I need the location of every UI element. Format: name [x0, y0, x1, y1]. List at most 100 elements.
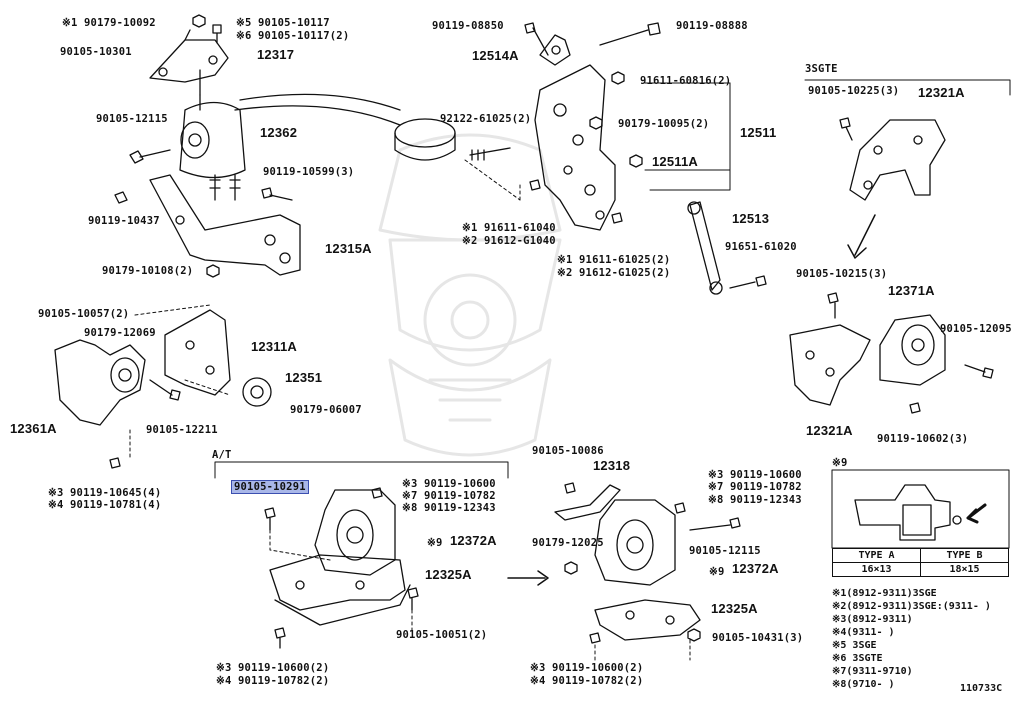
- footnote: ※5 3SGE: [832, 640, 877, 651]
- part-number: 12311A: [251, 339, 298, 354]
- at-group-bracket: [214, 461, 509, 479]
- part-label: ※2 91612-G1025(2): [557, 267, 671, 279]
- part-label: ※2 91612-G1040: [462, 235, 556, 247]
- torque-rod-12513: [687, 201, 756, 295]
- part-number: 12325A: [711, 601, 758, 616]
- bolt-icon: [371, 487, 383, 499]
- part-label: 90105-10051(2): [396, 629, 488, 641]
- part-number: 12325A: [425, 567, 472, 582]
- figure-code: 110733C: [960, 683, 1003, 694]
- part-label: 90119-08888: [676, 20, 748, 32]
- nut-icon: [611, 71, 625, 85]
- bolt-icon: [611, 212, 623, 224]
- part-number: 12362: [260, 125, 298, 140]
- part-label: ※3 90119-10600: [402, 478, 496, 490]
- bolt-icon: [964, 364, 994, 379]
- bolt-icon: [129, 149, 171, 164]
- bracket-12321a-lower: [789, 324, 871, 406]
- bolt-icon: [909, 402, 921, 414]
- watermark-logo: [378, 133, 562, 457]
- part-number: 12318: [593, 458, 631, 473]
- bracket-12325a-right: [594, 599, 701, 641]
- bolt-icon: [212, 24, 222, 44]
- footnote: ※6 3SGTE: [832, 653, 883, 664]
- bolt-icon: [755, 275, 767, 287]
- mount-12372a-right: [594, 499, 676, 586]
- part-label: 90105-12115: [96, 113, 168, 125]
- table-header-type-b: TYPE B: [920, 548, 1009, 563]
- long-bolt-icon: [599, 22, 661, 46]
- part-number: 12514A: [472, 48, 519, 63]
- bracket-12318: [554, 484, 621, 521]
- part-label: ※4 90119-10782(2): [216, 675, 330, 687]
- part-label: ※3 90119-10600(2): [216, 662, 330, 674]
- mount-12371a: [879, 314, 946, 386]
- part-label: 90105-10086: [532, 445, 604, 457]
- intake-hose: [234, 93, 456, 161]
- bracket-12317: [149, 29, 229, 96]
- part-label: 90105-10301: [60, 46, 132, 58]
- bolt-icon: [261, 187, 293, 201]
- bolt-icon: [407, 587, 419, 611]
- cushion-12351: [242, 377, 272, 407]
- bracket-12311a: [164, 309, 231, 396]
- part-label: 90119-08850: [432, 20, 504, 32]
- part-label: ※1 91611-61040: [462, 222, 556, 234]
- bolt-icon: [109, 457, 121, 469]
- part-label: 91611-60816(2): [640, 75, 732, 87]
- part-label: 90105-12095: [940, 323, 1012, 335]
- bolt-size-table: TYPE A TYPE B 16×13 18×15: [832, 548, 1009, 577]
- down-arrow: [847, 214, 876, 259]
- transmission-label: A/T: [212, 449, 232, 461]
- part-label: ※1 91611-61025(2): [557, 254, 671, 266]
- part-number: 12361A: [10, 421, 57, 436]
- part-number: 12513: [732, 211, 770, 226]
- part-label: 90105-10057(2): [38, 308, 130, 320]
- dashed-guides: [269, 529, 413, 631]
- part-label: ※3 90119-10600(2): [530, 662, 644, 674]
- bolt-icon: [839, 117, 853, 141]
- note-marker: ※9: [427, 537, 443, 549]
- highlighted-part-label[interactable]: 90105-10291: [231, 480, 309, 494]
- part-label: ※1 90179-10092: [62, 17, 156, 29]
- bolt-icon: [274, 627, 286, 649]
- dashed-guides: [129, 304, 231, 461]
- part-label: 90105-10215(3): [796, 268, 888, 280]
- bolt-icon: [689, 517, 741, 531]
- part-number: 12511: [740, 125, 777, 140]
- table-header-type-a: TYPE A: [832, 548, 921, 563]
- mount-12372a-left: [314, 489, 396, 576]
- part-label: ※8 90119-12343: [402, 502, 496, 514]
- bracket-12321a-top: [849, 119, 946, 201]
- part-number: 12321A: [918, 85, 965, 100]
- part-label: ※7 90119-10782: [402, 490, 496, 502]
- bolt-icon: [529, 179, 541, 191]
- bracket-12325a-left: [269, 554, 411, 626]
- bracket-12511: [534, 64, 616, 231]
- detail-9-part: [854, 484, 987, 541]
- part-label: 90105-12115: [689, 545, 761, 557]
- nut-icon: [206, 264, 220, 278]
- part-number: 12511A: [652, 154, 699, 169]
- part-label: ※3 90119-10600: [708, 469, 802, 481]
- footnote: ※3(8912-9311): [832, 614, 913, 625]
- nut-icon: [687, 628, 701, 642]
- part-label: 90179-10108(2): [102, 265, 194, 277]
- footnote: ※1(8912-9311)3SGE: [832, 588, 937, 599]
- part-label: 92122-61025(2): [440, 113, 532, 125]
- table-cell-type-a: 16×13: [832, 562, 921, 577]
- part-label: ※3 90119-10645(4): [48, 487, 162, 499]
- part-label: 90119-10599(3): [263, 166, 355, 178]
- dashed-guides: [594, 639, 691, 661]
- nut-icon: [192, 14, 206, 28]
- part-label: 90179-12069: [84, 327, 156, 339]
- bolt-icon: [589, 632, 601, 644]
- bolt-icon: [674, 502, 686, 514]
- bracket-12514a: [539, 34, 571, 66]
- right-arrow: [507, 570, 549, 586]
- bolt-icon: [564, 482, 576, 494]
- part-label: 90105-12211: [146, 424, 218, 436]
- bolt-icon: [264, 507, 276, 531]
- footnote: ※8(9710- ): [832, 679, 895, 690]
